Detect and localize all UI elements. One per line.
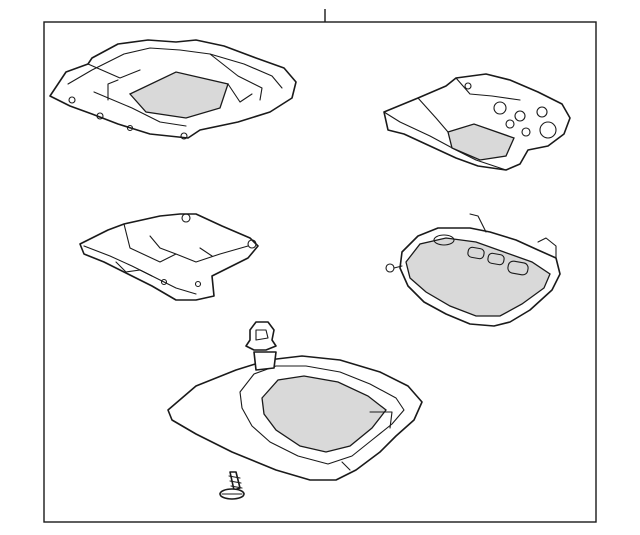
clip-icon[interactable]: [245, 321, 277, 351]
tray-bracket-icon[interactable]: [49, 39, 297, 140]
switch-frame-icon[interactable]: [383, 73, 571, 171]
screw-icon[interactable]: [219, 471, 245, 500]
diagram-frame: [43, 21, 597, 523]
lamp-housing-icon[interactable]: [385, 213, 561, 327]
console-cover-icon[interactable]: [167, 351, 423, 481]
mounting-bracket-icon[interactable]: [79, 213, 259, 301]
